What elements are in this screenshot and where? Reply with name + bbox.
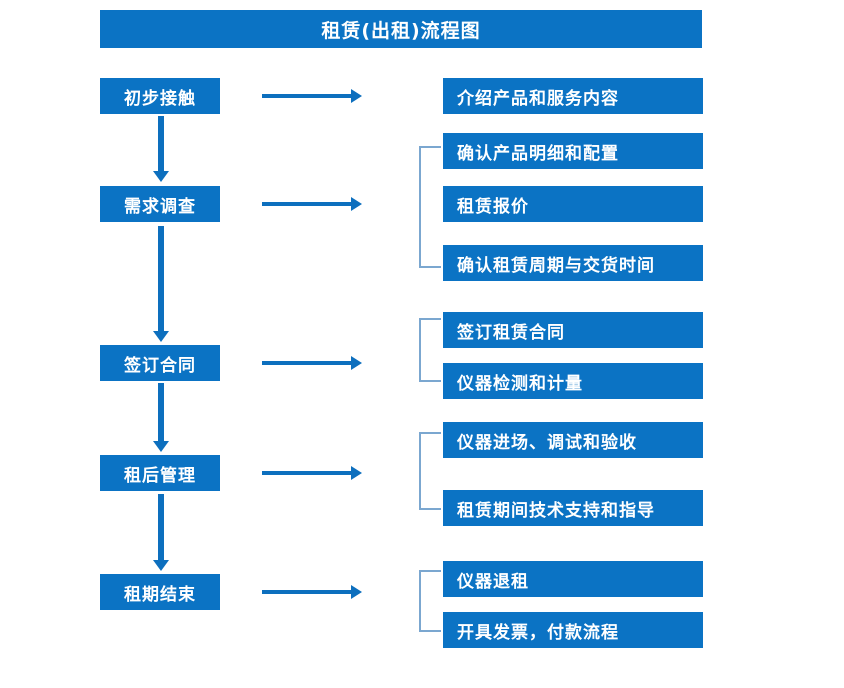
down-arrow-head xyxy=(153,171,169,182)
down-arrow-2 xyxy=(153,226,169,342)
right-arrow-shaft xyxy=(262,361,352,365)
down-arrow-head xyxy=(153,441,169,452)
down-arrow-head xyxy=(153,331,169,342)
right-arrow-head xyxy=(351,466,362,480)
detail-box-10[interactable]: 开具发票，付款流程 xyxy=(443,612,703,648)
detail-box-1[interactable]: 介绍产品和服务内容 xyxy=(443,78,703,114)
detail-box-8[interactable]: 租赁期间技术支持和指导 xyxy=(443,490,703,526)
right-arrow-5 xyxy=(262,585,362,599)
right-arrow-1 xyxy=(262,89,362,103)
down-arrow-shaft xyxy=(158,116,164,171)
right-arrow-2 xyxy=(262,197,362,211)
detail-box-2[interactable]: 确认产品明细和配置 xyxy=(443,133,703,169)
right-arrow-4 xyxy=(262,466,362,480)
right-arrow-head xyxy=(351,356,362,370)
right-arrow-head xyxy=(351,585,362,599)
right-arrow-shaft xyxy=(262,202,352,206)
down-arrow-3 xyxy=(153,383,169,452)
right-arrow-head xyxy=(351,197,362,211)
down-arrow-4 xyxy=(153,494,169,571)
page-title: 租赁(出租)流程图 xyxy=(100,10,702,48)
down-arrow-shaft xyxy=(158,383,164,441)
group-bracket-termination xyxy=(419,570,441,632)
stage-box-4[interactable]: 租后管理 xyxy=(100,455,220,491)
right-arrow-shaft xyxy=(262,94,352,98)
down-arrow-shaft xyxy=(158,494,164,560)
group-bracket-management xyxy=(419,432,441,510)
down-arrow-head xyxy=(153,560,169,571)
stage-box-5[interactable]: 租期结束 xyxy=(100,574,220,610)
detail-box-4[interactable]: 确认租赁周期与交货时间 xyxy=(443,245,703,281)
right-arrow-shaft xyxy=(262,471,352,475)
group-bracket-contract xyxy=(419,318,441,382)
stage-box-1[interactable]: 初步接触 xyxy=(100,78,220,114)
detail-box-3[interactable]: 租赁报价 xyxy=(443,186,703,222)
detail-box-6[interactable]: 仪器检测和计量 xyxy=(443,363,703,399)
right-arrow-3 xyxy=(262,356,362,370)
detail-box-7[interactable]: 仪器进场、调试和验收 xyxy=(443,422,703,458)
right-arrow-head xyxy=(351,89,362,103)
stage-box-2[interactable]: 需求调查 xyxy=(100,186,220,222)
detail-box-5[interactable]: 签订租赁合同 xyxy=(443,312,703,348)
detail-box-9[interactable]: 仪器退租 xyxy=(443,561,703,597)
down-arrow-shaft xyxy=(158,226,164,331)
group-bracket-requirements xyxy=(419,146,441,268)
stage-box-3[interactable]: 签订合同 xyxy=(100,345,220,381)
right-arrow-shaft xyxy=(262,590,352,594)
down-arrow-1 xyxy=(153,116,169,182)
